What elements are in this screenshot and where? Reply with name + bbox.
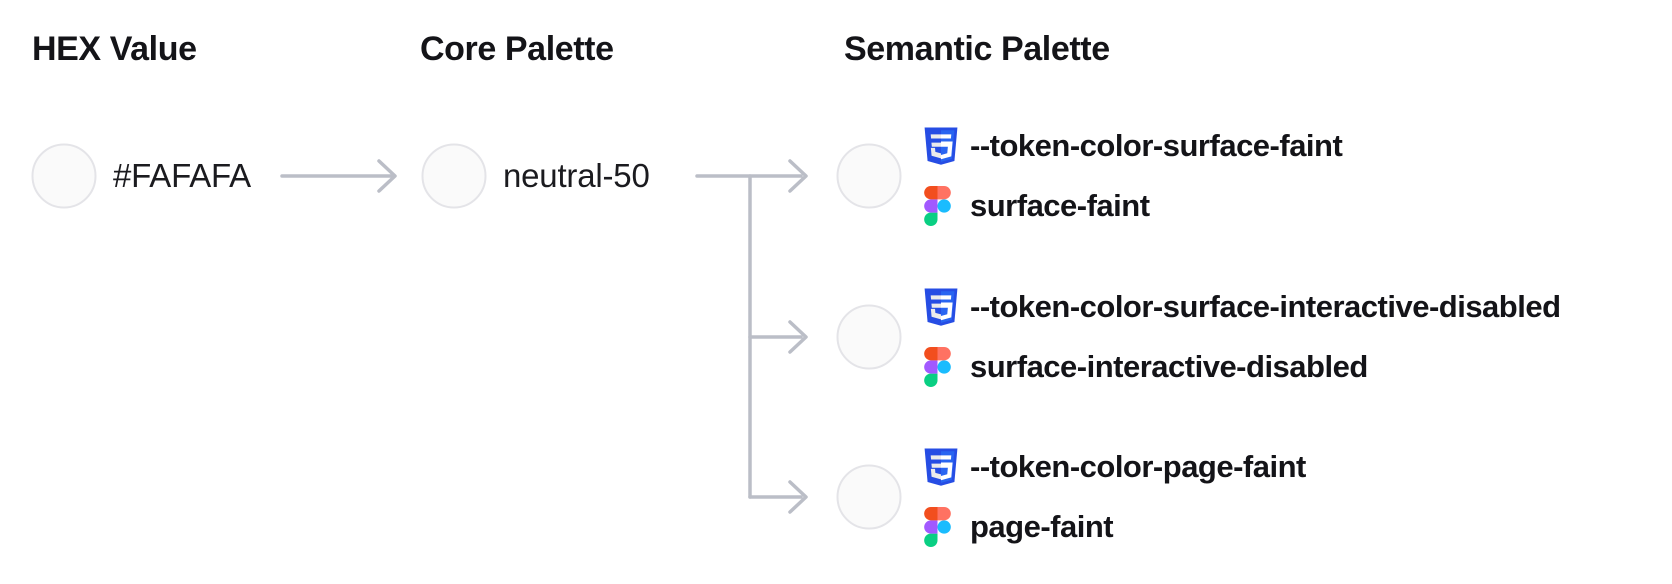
column-title-hex-value: HEX Value	[32, 30, 197, 68]
css3-icon	[924, 448, 960, 486]
figma-icon	[924, 186, 960, 226]
css-token-line: --token-color-surface-faint	[924, 124, 1343, 168]
figma-icon	[924, 347, 960, 387]
css-token-label: --token-color-surface-interactive-disabl…	[970, 289, 1561, 324]
semantic-token-row: --token-color-surface-interactive-disabl…	[836, 285, 1561, 389]
css3-icon	[924, 288, 960, 326]
arrow-core-to-semantic-1	[748, 159, 808, 193]
figma-token-label: surface-interactive-disabled	[970, 349, 1368, 384]
css3-icon	[924, 127, 960, 165]
semantic-color-swatch	[836, 143, 902, 209]
semantic-token-row: --token-color-page-faint page-faint	[836, 445, 1306, 549]
swatch-circle	[31, 143, 97, 209]
core-name-label: neutral-50	[503, 157, 650, 194]
arrow-hex-to-core	[280, 159, 397, 193]
arrow-core-to-semantic-2	[748, 320, 808, 354]
hex-value-node: #FAFAFA	[31, 143, 251, 209]
core-color-swatch	[421, 143, 487, 209]
swatch-circle	[836, 304, 902, 370]
swatch-circle	[836, 143, 902, 209]
figma-token-label: page-faint	[970, 509, 1114, 544]
column-title-core-palette: Core Palette	[420, 30, 614, 68]
semantic-color-swatch	[836, 304, 902, 370]
css-token-line: --token-color-surface-interactive-disabl…	[924, 285, 1561, 329]
core-palette-node: neutral-50	[421, 143, 650, 209]
connector-branch-trunk	[695, 174, 752, 499]
css-token-label: --token-color-page-faint	[970, 449, 1306, 484]
figma-token-line: surface-faint	[924, 184, 1342, 228]
figma-token-label: surface-faint	[970, 188, 1150, 223]
swatch-circle	[421, 143, 487, 209]
hex-color-swatch	[31, 143, 97, 209]
arrow-core-to-semantic-3	[748, 480, 808, 514]
css-token-label: --token-color-surface-faint	[970, 128, 1343, 163]
column-title-semantic-palette: Semantic Palette	[844, 30, 1110, 68]
semantic-color-swatch	[836, 464, 902, 530]
css-token-line: --token-color-page-faint	[924, 445, 1306, 489]
figma-token-line: page-faint	[924, 505, 1306, 549]
figma-icon	[924, 507, 960, 547]
semantic-token-row: --token-color-surface-faint surface-fain…	[836, 124, 1343, 228]
hex-value-label: #FAFAFA	[113, 157, 251, 194]
figma-token-line: surface-interactive-disabled	[924, 345, 1561, 389]
swatch-circle	[836, 464, 902, 530]
